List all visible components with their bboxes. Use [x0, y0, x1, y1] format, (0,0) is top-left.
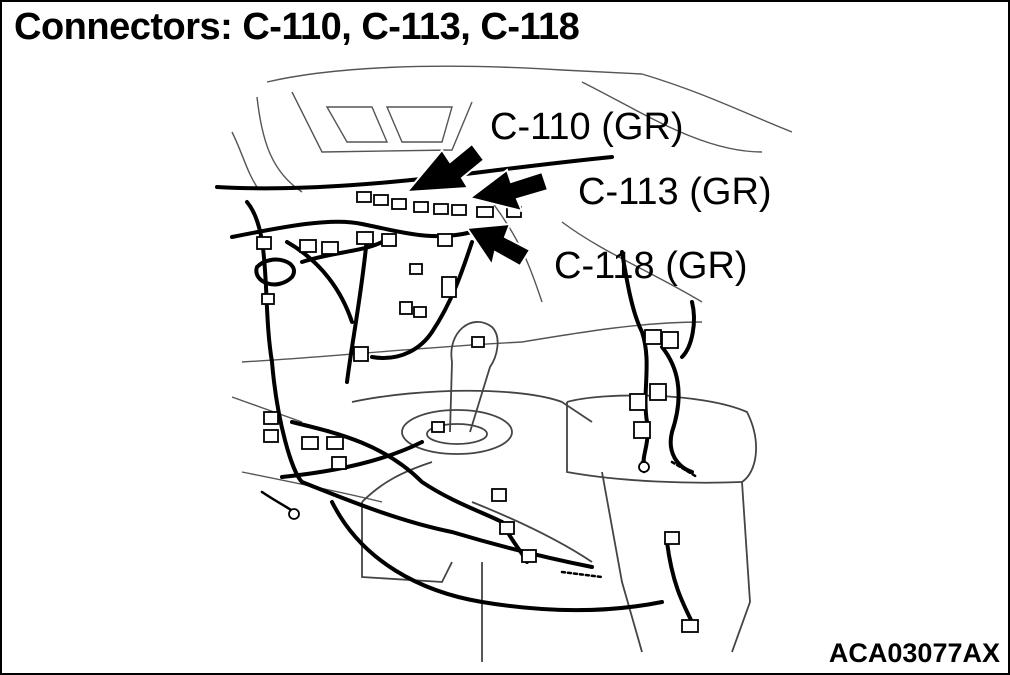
wiring-harness	[215, 155, 699, 624]
arrow-c113	[467, 168, 550, 213]
connectors	[256, 191, 699, 633]
arrow-c118	[465, 222, 532, 268]
callout-c110: C-110 (GR)	[490, 106, 684, 148]
center-console	[351, 321, 757, 662]
figure-id: ACA03077AX	[828, 638, 1000, 668]
diagram-title: Connectors: C-110, C-113, C-118	[14, 6, 580, 48]
callout-c113: C-113 (GR)	[578, 171, 772, 213]
callout-c118: C-118 (GR)	[554, 245, 748, 287]
arrow-c110	[404, 142, 486, 194]
